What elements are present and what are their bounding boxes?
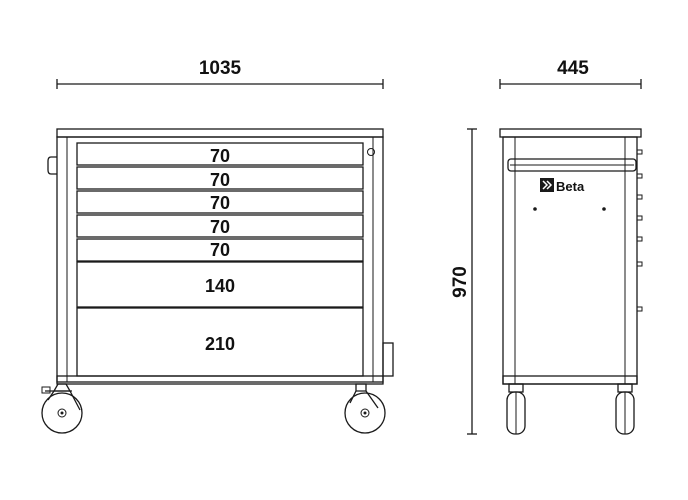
- castor-mount: [355, 383, 367, 392]
- drawer-label: 70: [210, 146, 230, 166]
- castor-axle: [363, 411, 367, 415]
- side-handle-bar[interactable]: [507, 158, 637, 172]
- height-label: 970: [450, 266, 471, 298]
- front-base: [56, 375, 384, 385]
- drawer-front[interactable]: [76, 166, 364, 190]
- side-castor-mount: [617, 383, 633, 393]
- side-worktop: [499, 128, 642, 138]
- drawer-handle-icon: [637, 306, 643, 312]
- drawer-front[interactable]: [76, 214, 364, 238]
- depth-dimension: 445: [499, 58, 642, 89]
- front-view: 70 70 70 70 70 140 210: [41, 128, 394, 434]
- drawer-handle-ticks: [637, 149, 643, 312]
- drawer-label: 70: [210, 193, 230, 213]
- drawer-label: 210: [205, 334, 235, 354]
- drawer-handle-icon: [637, 149, 643, 155]
- drawer-front[interactable]: [76, 307, 364, 377]
- drawer-front[interactable]: [76, 142, 364, 166]
- castor-hub: [360, 408, 370, 418]
- side-body: [502, 136, 638, 385]
- castor-fork: [69, 390, 81, 411]
- width-label: 1035: [199, 58, 242, 79]
- drawer-label: 140: [205, 276, 235, 296]
- lock-icon[interactable]: [367, 148, 375, 156]
- drawer-label: 70: [210, 170, 230, 190]
- depth-label: 445: [557, 58, 589, 79]
- drawer-label: 70: [210, 217, 230, 237]
- rivet-icon: [602, 207, 606, 211]
- castor-left-icon: [41, 383, 83, 434]
- drawer-handle-icon: [637, 173, 643, 179]
- front-worktop: [56, 128, 384, 138]
- rivet-icon: [533, 207, 537, 211]
- drawer-front[interactable]: [76, 190, 364, 214]
- drawer-handle-icon: [637, 261, 643, 267]
- castor-hub: [57, 408, 67, 418]
- castor-right-icon: [344, 383, 386, 434]
- drawer-handle-icon: [637, 236, 643, 242]
- brake-tab: [41, 386, 51, 394]
- logo-text: Beta: [556, 179, 585, 194]
- drawer-handle-icon: [637, 215, 643, 221]
- width-dimension: 1035: [56, 58, 384, 89]
- front-body: [56, 136, 384, 383]
- castor-mount: [52, 383, 72, 392]
- side-castor-mount: [508, 383, 524, 393]
- side-view: Beta: [499, 128, 643, 435]
- drawer-label: 70: [210, 240, 230, 260]
- height-dimension: 970: [450, 128, 477, 435]
- castor-wheel: [41, 392, 83, 434]
- logo-mark-shape: [542, 180, 553, 190]
- brand-logo: Beta: [540, 178, 585, 194]
- drawer-front[interactable]: [76, 261, 364, 308]
- side-hook-icon: [47, 156, 57, 175]
- side-base: [502, 375, 638, 385]
- side-castor-left-icon: [506, 383, 526, 435]
- castor-axle: [60, 411, 64, 415]
- side-castor-right-icon: [615, 383, 635, 435]
- side-box: [382, 342, 394, 377]
- drawer-front[interactable]: [76, 238, 364, 262]
- drawer-handle-icon: [637, 194, 643, 200]
- castor-wheel: [344, 392, 386, 434]
